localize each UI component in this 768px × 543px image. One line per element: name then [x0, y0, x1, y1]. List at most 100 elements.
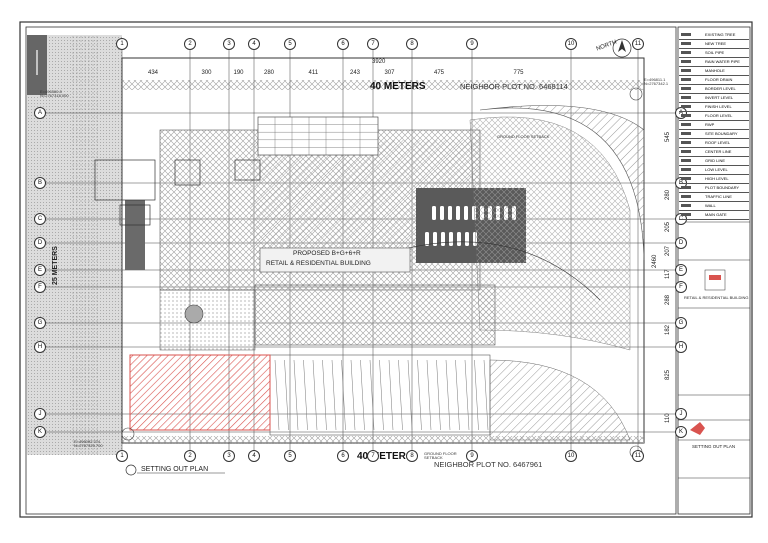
legend-symbol-icon	[681, 177, 691, 180]
legend-label: GRID LINE	[705, 158, 726, 163]
column-grid-label: 6	[337, 38, 349, 50]
ground-floor-line: GROUND FLOOR SETBACK	[424, 451, 457, 460]
legend-row: RAIN WATER PIPE	[679, 57, 749, 67]
parking-stalls	[274, 359, 489, 431]
column-grid-label: 8	[406, 450, 418, 462]
legend-row: MAIN GATE	[679, 210, 749, 220]
row-grid-label: B	[34, 177, 46, 189]
legend-label: RWP	[705, 122, 715, 127]
legend-row: HIGH LEVEL	[679, 174, 749, 184]
column-grid-label: 11	[632, 38, 644, 50]
row-grid-label: J	[675, 408, 687, 420]
bottom-band	[122, 436, 644, 444]
right-dimension-value: 825	[665, 369, 671, 380]
right-dimension-value: 205	[665, 221, 671, 232]
column-grid-label: 1	[116, 38, 128, 50]
legend-row: EXISTING TREE	[679, 30, 749, 40]
legend-row: LOW LEVEL	[679, 165, 749, 175]
column-grid-label: 3	[223, 38, 235, 50]
legend-label: TRAFFIC LINE	[705, 194, 732, 199]
top-dimension-value: 307	[384, 70, 395, 76]
row-grid-label: H	[675, 341, 687, 353]
legend-symbol-icon	[681, 159, 691, 162]
legend-symbol-icon	[681, 69, 691, 72]
legend-row: TRAFFIC LINE	[679, 192, 749, 202]
legend-label: FLOOR LEVEL	[705, 113, 733, 118]
legend-symbol-icon	[681, 186, 691, 189]
legend-row: FLOOR DRAIN	[679, 75, 749, 85]
row-grid-label: E	[34, 264, 46, 276]
podium	[254, 284, 496, 346]
top-dimension-value: 243	[350, 70, 361, 76]
bottom-scale-label: 40 METERS	[357, 451, 413, 462]
column-grid-label: 5	[284, 450, 296, 462]
legend-label: EXISTING TREE	[705, 32, 736, 37]
legend-symbol-icon	[681, 150, 691, 153]
top-band	[122, 80, 644, 90]
bottom-neighbor: NEIGHBOR PLOT NO. 6467961	[434, 460, 543, 469]
right-dimension-value: 117	[665, 269, 671, 279]
top-dimension-value: 280	[264, 70, 275, 76]
top-neighbor: NEIGHBOR PLOT NO. 6468114	[460, 82, 568, 91]
column-grid-label: 11	[632, 450, 644, 462]
north-arrow	[612, 38, 632, 58]
legend-row: CENTER LINE	[679, 147, 749, 157]
row-grid-label: F	[675, 281, 687, 293]
legend-symbol-icon	[681, 87, 691, 90]
legend-label: INVERT LEVEL	[705, 95, 734, 100]
row-grid-label: A	[34, 107, 46, 119]
row-grid-label: F	[34, 281, 46, 293]
plan-title: SETTING OUT PLAN	[141, 466, 209, 473]
legend-row: FINISH LEVEL	[679, 102, 749, 112]
column-grid-label: 9	[466, 450, 478, 462]
legend-row: WALL	[679, 201, 749, 211]
dark-block-left	[125, 200, 145, 270]
legend-label: MAIN GATE	[705, 212, 727, 217]
legend-symbol-icon	[681, 204, 691, 207]
legend-row: MANHOLE	[679, 66, 749, 76]
legend-symbol-icon	[681, 132, 691, 135]
legend-label: WALL	[705, 203, 716, 208]
column-grid-label: 1	[116, 450, 128, 462]
top-dimension-value: 434	[148, 70, 159, 76]
legend-row: PLOT BOUNDARY	[679, 183, 749, 193]
legend-label: MANHOLE	[705, 68, 725, 73]
column-grid-label: 4	[248, 450, 260, 462]
row-grid-label: D	[34, 237, 46, 249]
legend-label: LOW LEVEL	[705, 167, 728, 172]
legend-label: PLOT BOUNDARY	[705, 185, 740, 190]
area-table	[257, 116, 379, 156]
top-scale-label: 40 METERS	[370, 81, 426, 92]
legend-label: CENTER LINE	[705, 149, 732, 154]
column-grid-label: 6	[337, 450, 349, 462]
legend-symbol-icon	[681, 213, 691, 216]
column-grid-label: 4	[248, 38, 260, 50]
column-grid-label: 3	[223, 450, 235, 462]
tb-sheet-title: SETTING OUT PLAN	[692, 444, 736, 449]
left-road-label: 25 METERS	[52, 246, 59, 285]
legend-row: INVERT LEVEL	[679, 93, 749, 103]
legend-row: ROOF LEVEL	[679, 138, 749, 148]
red-hatch-zone	[129, 354, 271, 431]
column-grid-label: 7	[367, 450, 379, 462]
top-dimension-value: 775	[513, 70, 524, 76]
legend-row: RWP	[679, 120, 749, 130]
legend-symbol-icon	[681, 105, 691, 108]
legend-symbol-icon	[681, 60, 691, 63]
legend-row: SOIL PIPE	[679, 48, 749, 58]
row-grid-label: G	[675, 317, 687, 329]
legend-symbol-icon	[681, 42, 691, 45]
row-grid-label: J	[34, 408, 46, 420]
legend-symbol-icon	[681, 33, 691, 36]
row-grid-label: E	[675, 264, 687, 276]
legend-label: FINISH LEVEL	[705, 104, 732, 109]
column-grid-label: 10	[565, 450, 577, 462]
ground-floor-setback: GROUND FLOOR SETBACK	[497, 134, 550, 139]
building-name-box	[259, 247, 411, 273]
legend-symbol-icon	[681, 78, 691, 81]
plan-title-circle	[125, 464, 137, 476]
row-grid-label: K	[675, 426, 687, 438]
legend-symbol-icon	[681, 51, 691, 54]
